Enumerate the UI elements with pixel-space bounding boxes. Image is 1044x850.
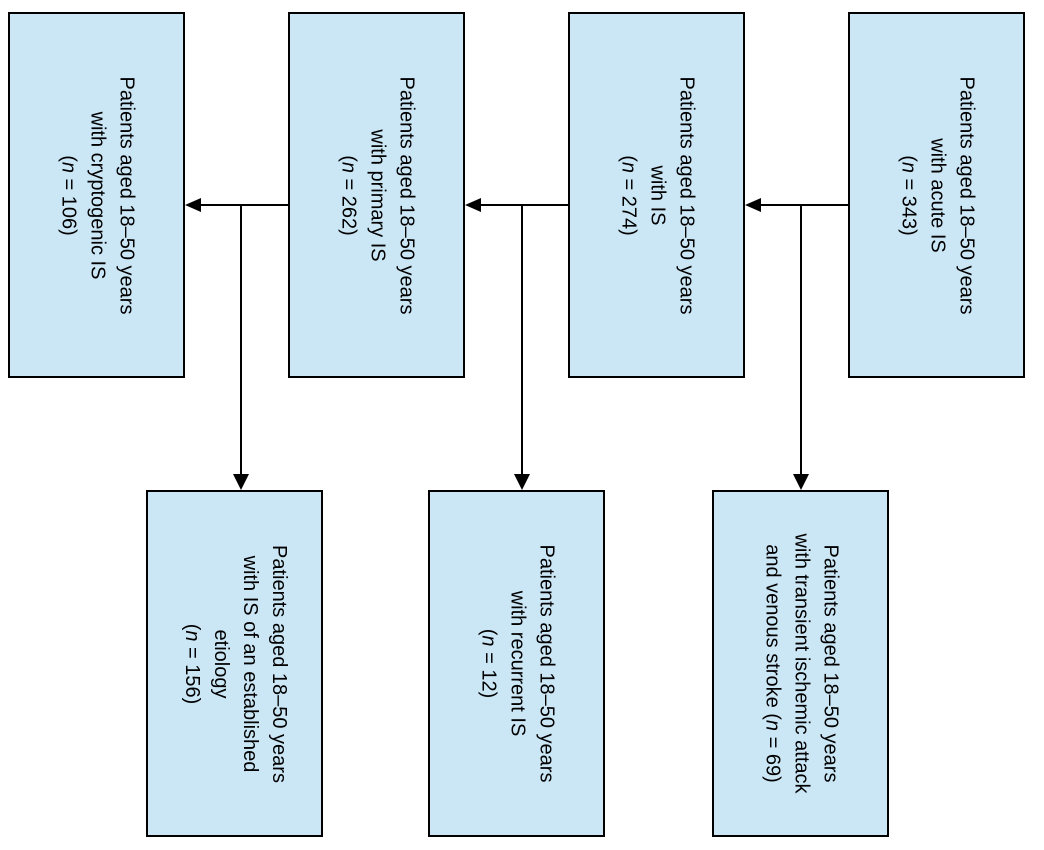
box-count-line: (n = 262) [337, 154, 359, 236]
box-count-line: (n = 106) [57, 154, 79, 236]
arrowhead-down-icon [233, 474, 249, 490]
flow-box-established-etiology: Patients aged 18–50 years with IS of an … [146, 490, 323, 837]
arrowhead-down-icon [514, 474, 530, 490]
n-variable: n [477, 635, 499, 647]
box-line: with IS [646, 164, 668, 226]
box-line: with primary IS [366, 128, 388, 262]
box-line: with recurrent IS [506, 590, 528, 737]
box-line: Patients aged 18–50 years [267, 544, 290, 783]
box-text-primary-is: Patients aged 18–50 years with primary I… [333, 20, 420, 370]
n-variable: n [761, 719, 783, 732]
connector-down-to-recurrent [521, 204, 523, 474]
box-line: with transient ischemic attack [790, 533, 812, 794]
box-count-line: (n = 343) [897, 154, 919, 236]
connector-is-to-primary [478, 204, 568, 206]
flow-box-tia-venous-stroke: Patients aged 18–50 years with transient… [712, 490, 889, 837]
box-line: Patients aged 18–50 years [675, 76, 697, 314]
box-line: etiology [209, 629, 232, 698]
box-line: Patients aged 18–50 years [535, 544, 557, 783]
box-text-cryptogenic-is: Patients aged 18–50 years with cryptogen… [53, 20, 140, 370]
box-text-acute-is: Patients aged 18–50 years with acute IS … [893, 20, 980, 370]
connector-down-to-established [240, 204, 242, 474]
flow-box-primary-is: Patients aged 18–50 years with primary I… [288, 12, 465, 378]
box-line: Patients aged 18–50 years [115, 76, 137, 314]
connector-down-to-tia-venous [800, 204, 802, 474]
box-line: with acute IS [926, 137, 948, 253]
box-text-established-etiology: Patients aged 18–50 years with IS of an … [177, 499, 293, 829]
box-line: Patients aged 18–50 years [819, 544, 841, 783]
connector-acute-to-is [758, 204, 848, 206]
flow-box-cryptogenic-is: Patients aged 18–50 years with cryptogen… [8, 12, 185, 378]
box-line: with IS of an established [238, 555, 261, 772]
arrowhead-left-icon [465, 198, 481, 212]
arrowhead-left-icon [745, 198, 761, 212]
box-text-is: Patients aged 18–50 years with IS (n = 2… [613, 20, 700, 370]
box-line: Patients aged 18–50 years [395, 76, 417, 314]
box-line: Patients aged 18–50 years [955, 76, 977, 314]
arrowhead-left-icon [185, 198, 201, 212]
box-count-line: (n = 274) [617, 154, 639, 236]
n-variable: n [897, 161, 919, 173]
n-variable: n [337, 161, 359, 173]
box-text-tia-venous-stroke: Patients aged 18–50 years with transient… [757, 499, 844, 829]
box-text-recurrent-is: Patients aged 18–50 years with recurrent… [473, 499, 560, 829]
connector-primary-to-cryptogenic [198, 204, 288, 206]
flow-box-is: Patients aged 18–50 years with IS (n = 2… [568, 12, 745, 378]
arrowhead-down-icon [793, 474, 809, 490]
flow-box-acute-is: Patients aged 18–50 years with acute IS … [848, 12, 1025, 378]
box-count-line: and venous stroke (n = 69) [761, 544, 783, 783]
n-variable: n [617, 161, 639, 173]
box-line: with cryptogenic IS [86, 111, 108, 279]
box-count-line: (n = 12) [477, 628, 499, 699]
n-variable: n [57, 161, 79, 173]
n-variable: n [180, 629, 203, 641]
box-count-line: (n = 156) [180, 623, 203, 704]
flow-box-recurrent-is: Patients aged 18–50 years with recurrent… [428, 490, 605, 837]
